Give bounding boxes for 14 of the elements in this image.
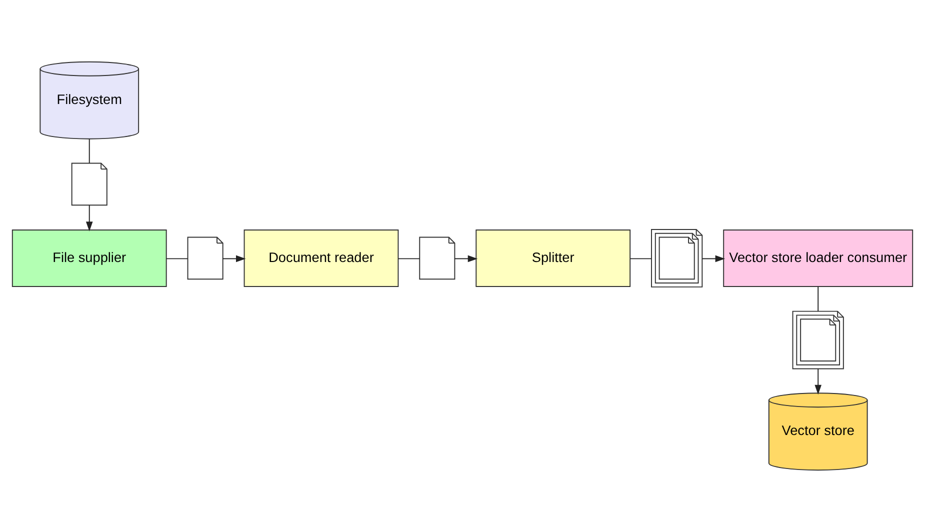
connector: [88, 138, 90, 164]
connector: [166, 258, 188, 260]
arrow: [814, 368, 822, 395]
node-box: Document reader: [244, 229, 399, 287]
arrow: [702, 255, 726, 262]
node-box: Splitter: [476, 229, 631, 287]
arrow: [454, 255, 478, 262]
node-box: Vector store loader consumer: [723, 229, 914, 287]
arrow: [222, 255, 246, 262]
connector: [398, 258, 420, 260]
node-box: File supplier: [12, 229, 167, 287]
connector: [630, 258, 652, 260]
arrow: [86, 204, 93, 232]
connector: [818, 286, 819, 312]
